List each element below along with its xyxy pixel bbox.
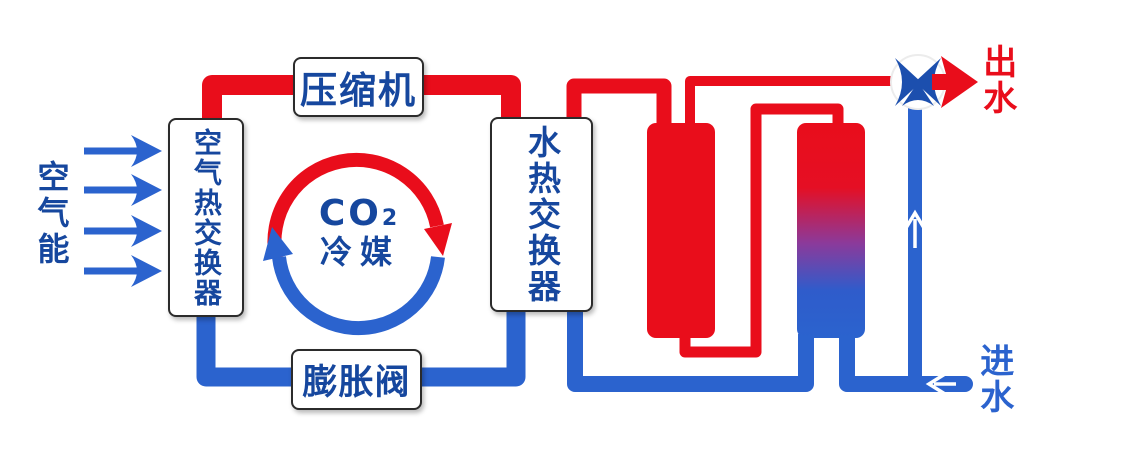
air-energy-label: 空气能 [32,160,71,268]
cycle-cold-arc [272,256,445,336]
co2-cycle-circle [263,152,452,336]
compressor-box: 压缩机 [293,57,424,117]
tank1-to-tank2-pipe [679,103,844,358]
water-outlet-text: 出水 [976,44,1017,116]
hot-storage-tank [647,123,715,338]
air-arrow-2 [84,174,162,206]
outlet-arrow-icon [932,56,978,108]
refrigerant-text: 冷媒 [319,233,400,271]
cycle-cold-arrowhead [263,227,293,261]
water-inlet-text: 进水 [973,343,1014,415]
tank1-to-outlet-pipe [685,76,936,126]
riser-up-arrow-icon [904,209,926,248]
expansion-valve-label: 膨胀阀 [302,363,411,403]
air-arrow-4 [84,255,162,287]
valve-bottom-up-arrow [902,82,934,106]
mixing-valve [890,54,978,110]
co2-subscript: 2 [381,206,398,231]
tank2-to-water-hx-pipe [567,305,814,392]
water-inlet-pipe [839,326,973,392]
water-inlet-label: 进水 [973,343,1014,415]
hot-water-to-tank1-pipe [566,78,672,126]
valve-right-cone [915,58,941,106]
stratified-storage-tank [797,123,865,338]
air-flow-arrows [84,135,162,287]
compressor-label: 压缩机 [300,69,417,112]
cycle-hot-arrowhead [424,223,452,256]
air-arrow-1 [84,135,162,167]
water-outlet-label: 出水 [976,44,1017,116]
air-heat-exchanger-label: 空气热交换器 [190,127,223,308]
co2-text: CO [318,193,382,234]
cycle-hot-arc [267,152,444,260]
air-arrow-3 [84,215,162,247]
expansion-valve-box: 膨胀阀 [291,349,422,410]
inlet-left-arrow-icon [925,372,956,396]
water-heat-exchanger-label: 水热交换器 [522,124,562,305]
valve-left-cone [895,58,921,106]
air-energy-text: 空气能 [32,160,71,268]
air-heat-exchanger-box: 空气热交换器 [168,118,244,317]
co2-formula: CO2 [319,196,397,232]
water-heat-exchanger-box: 水热交换器 [490,117,593,312]
flow-direction-arrows [904,209,956,396]
co2-refrigerant-label: CO2 冷媒 [296,196,420,271]
